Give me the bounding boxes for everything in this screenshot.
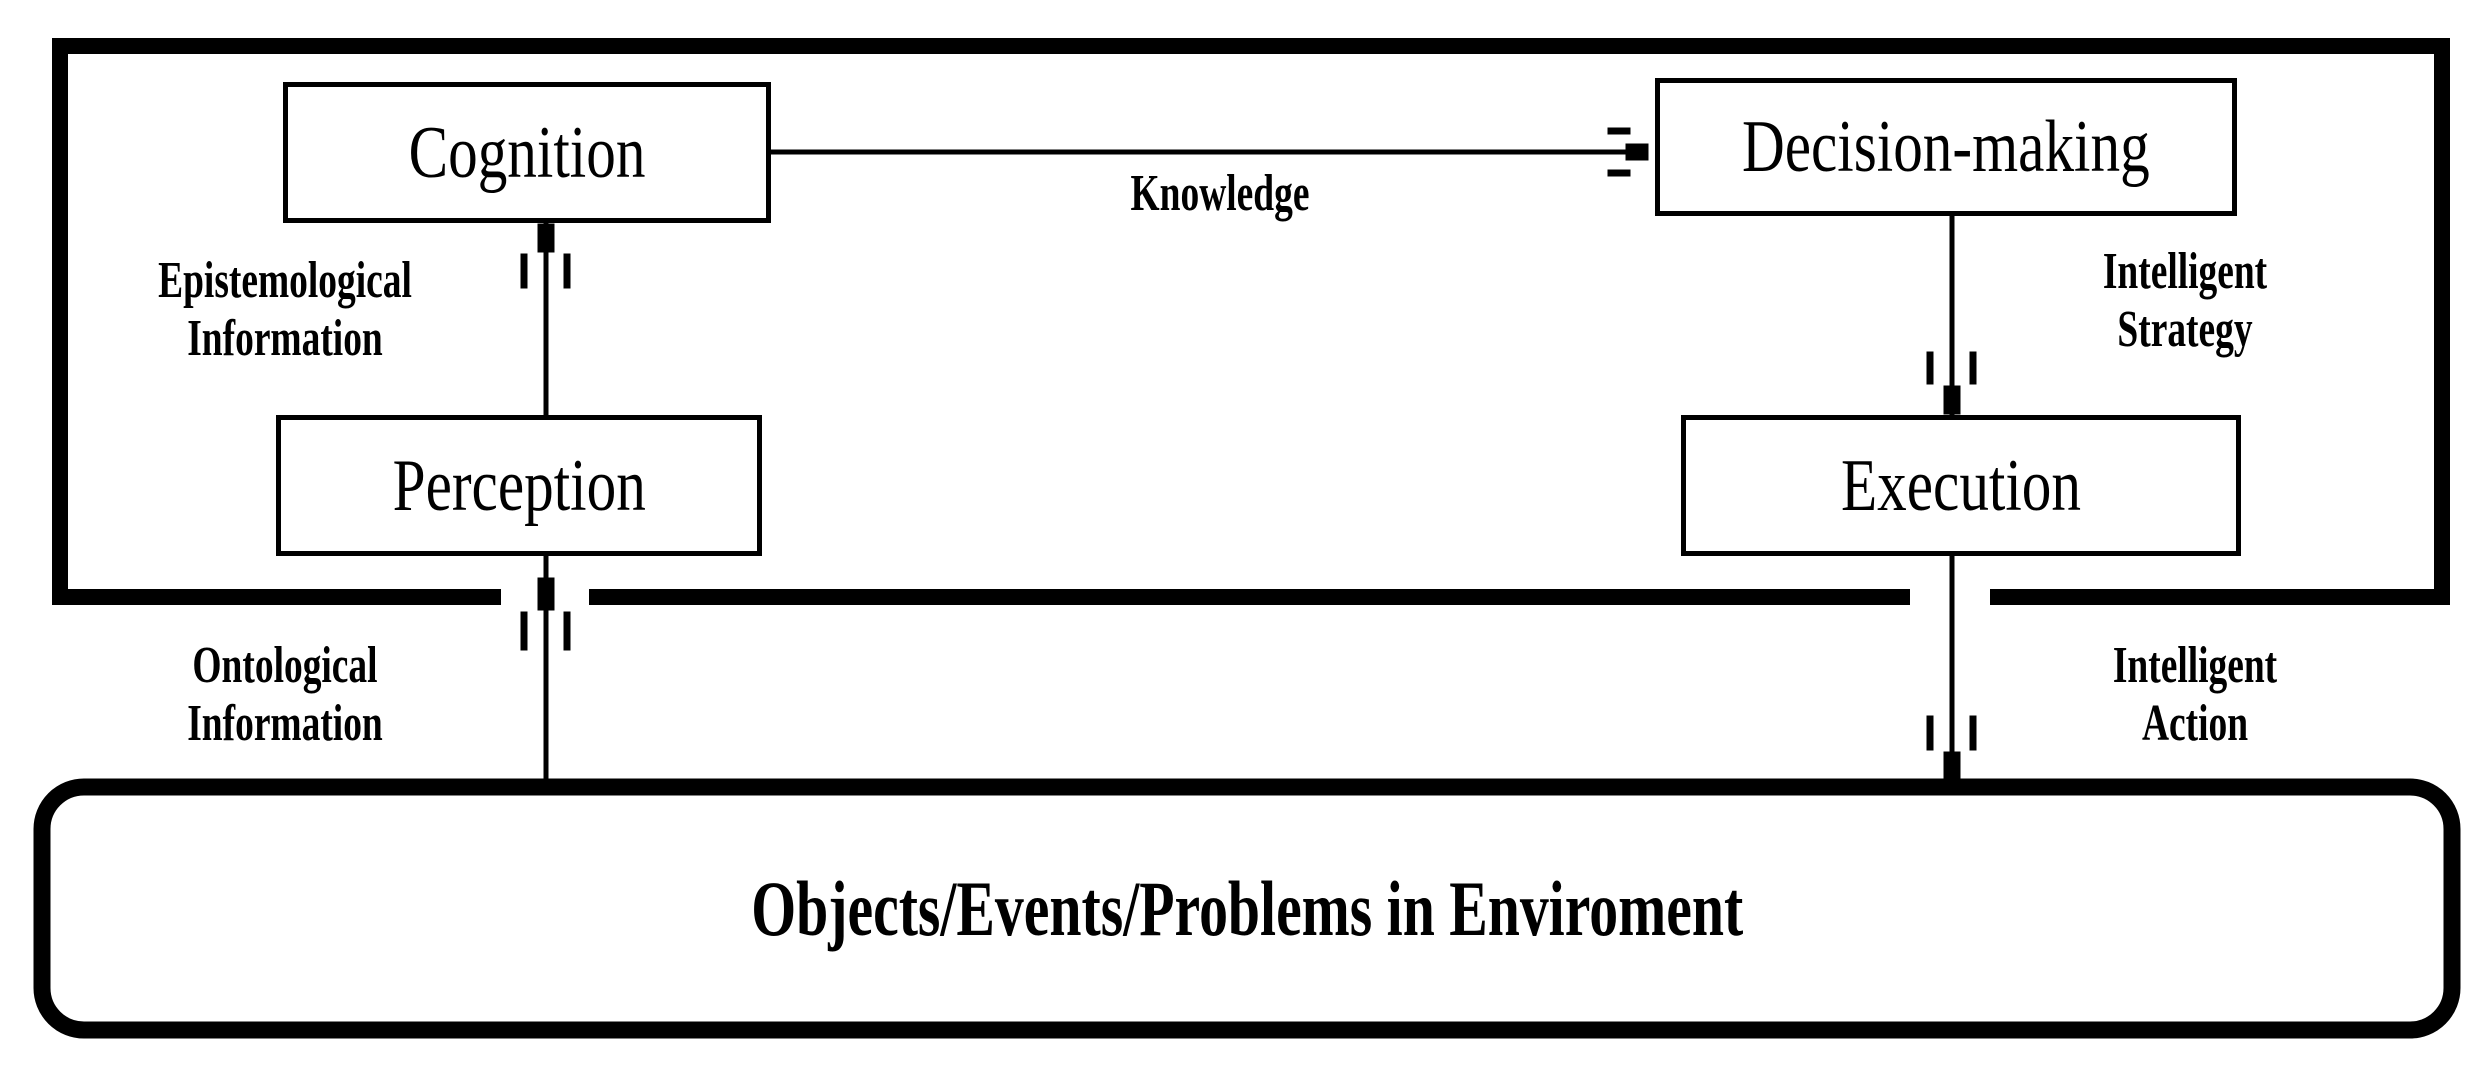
edge-label-epistemological-information-line1: Epistemological — [158, 252, 412, 309]
edge-label-intelligent-action: Intelligent Action — [2058, 637, 2332, 753]
environment-rounded-rect — [33, 778, 2461, 1039]
agent-boundary-rect — [52, 38, 2450, 605]
edge-label-ontological-information-line2: Information — [187, 695, 383, 753]
edge-label-intelligent-action-line1: Intelligent — [2112, 637, 2278, 694]
node-decision-making-label: Decision-making — [1742, 106, 2150, 188]
node-environment[interactable]: Objects/Events/Problems in Enviroment — [42, 787, 2452, 1030]
edge-label-knowledge: Knowledge — [1069, 165, 1371, 223]
edge-label-ontological-information: Ontological Information — [130, 637, 440, 753]
edge-knowledge — [770, 127, 1649, 177]
node-perception[interactable]: Perception — [276, 415, 762, 556]
edge-intelligent-action — [1926, 555, 1977, 783]
edge-label-epistemological-information-line2: Information — [187, 310, 383, 368]
node-cognition-label: Cognition — [408, 111, 646, 194]
edge-ontological-information — [520, 555, 571, 781]
node-decision-making[interactable]: Decision-making — [1655, 78, 2237, 216]
node-environment-label: Objects/Events/Problems in Enviroment — [751, 864, 1743, 952]
edge-epistemological-information — [520, 222, 571, 415]
edge-label-intelligent-strategy: Intelligent Strategy — [2048, 243, 2322, 359]
edge-intelligent-strategy — [1926, 215, 1977, 415]
edge-label-intelligent-strategy-line2: Strategy — [2117, 301, 2253, 359]
edge-label-intelligent-strategy-line1: Intelligent — [2102, 243, 2268, 300]
edge-label-knowledge-line1: Knowledge — [1130, 165, 1310, 222]
node-perception-label: Perception — [392, 444, 646, 527]
edge-label-ontological-information-line1: Ontological — [192, 637, 378, 694]
node-cognition[interactable]: Cognition — [283, 82, 771, 223]
edge-label-intelligent-action-line2: Action — [2141, 695, 2249, 753]
node-execution-label: Execution — [1840, 444, 2081, 527]
edge-label-epistemological-information: Epistemological Information — [119, 252, 450, 368]
node-execution[interactable]: Execution — [1681, 415, 2241, 556]
